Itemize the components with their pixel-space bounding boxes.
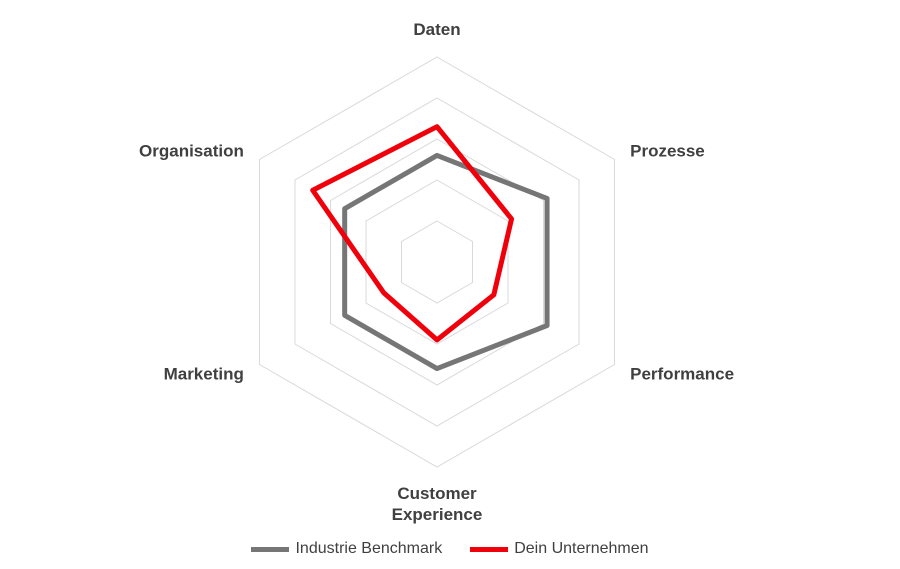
legend-item-company: Dein Unternehmen	[470, 540, 649, 558]
axis-label-0: Daten	[413, 20, 460, 39]
series-line-0	[342, 152, 550, 372]
grid-ring-5	[258, 56, 616, 468]
radar-series	[310, 124, 550, 372]
grid-ring-4	[294, 97, 580, 427]
grid-ring-3	[329, 138, 545, 386]
axis-label-5: Organisation	[139, 142, 244, 161]
legend: Industrie Benchmark Dein Unternehmen	[0, 540, 900, 558]
legend-item-benchmark: Industrie Benchmark	[251, 540, 442, 558]
axis-label-4: Marketing	[164, 365, 244, 384]
legend-swatch-company	[470, 546, 509, 552]
radar-grid	[258, 56, 616, 468]
axis-label-2: Performance	[630, 365, 734, 384]
legend-label-company: Dein Unternehmen	[514, 540, 649, 557]
grid-ring-1	[400, 220, 474, 304]
grid-ring-2	[365, 179, 509, 345]
axis-label-1: Prozesse	[630, 142, 705, 161]
series-line-1	[310, 124, 515, 343]
legend-label-benchmark: Industrie Benchmark	[295, 540, 443, 557]
legend-swatch-benchmark	[251, 546, 290, 552]
